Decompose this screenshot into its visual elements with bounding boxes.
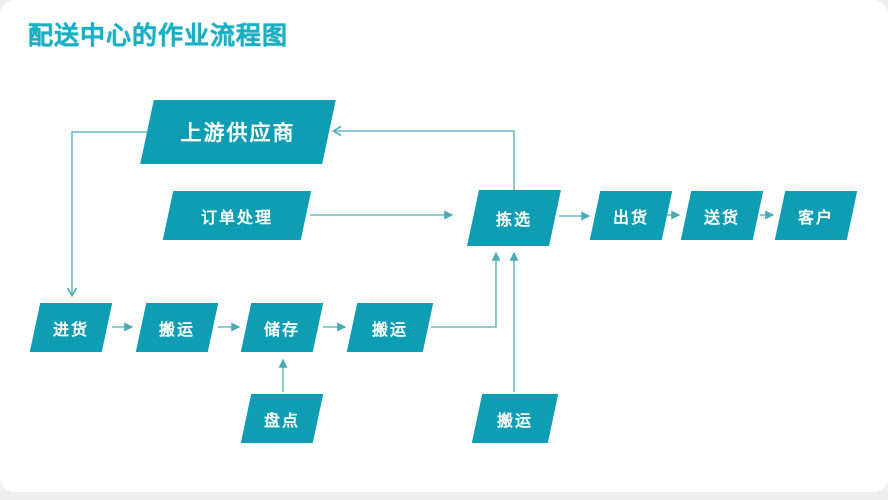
node-storage: 储存 [240, 303, 324, 352]
node-label: 客户 [797, 209, 834, 227]
node-upstream-supplier: 上游供应商 [140, 100, 336, 164]
page-title: 配送中心的作业流程图 [28, 22, 289, 50]
node-label: 搬运 [496, 412, 533, 430]
edge-picking-to-supplier [334, 131, 515, 190]
node-handling-2: 搬运 [346, 303, 434, 352]
node-inbound: 进货 [29, 303, 113, 352]
node-label: 进货 [52, 321, 89, 339]
node-label: 储存 [263, 321, 300, 339]
edge-handling2-to-picking [431, 251, 501, 328]
node-label: 订单处理 [200, 209, 273, 227]
node-shipping: 出货 [589, 191, 673, 240]
node-order-processing: 订单处理 [162, 191, 312, 240]
node-label: 上游供应商 [180, 122, 296, 145]
node-label: 搬运 [158, 321, 195, 339]
node-label: 送货 [703, 209, 740, 227]
node-handling-3: 搬运 [471, 394, 559, 443]
edge-supplier-to-inbound [72, 131, 149, 295]
node-picking: 拣选 [467, 190, 561, 246]
node-label: 拣选 [495, 212, 532, 229]
node-stocktaking: 盘点 [240, 394, 324, 443]
node-label: 出货 [612, 209, 649, 227]
node-handling-1: 搬运 [135, 303, 219, 352]
node-customer: 客户 [774, 191, 858, 240]
node-delivery: 送货 [680, 191, 764, 240]
node-label: 盘点 [263, 412, 300, 430]
node-label: 搬运 [371, 321, 408, 339]
